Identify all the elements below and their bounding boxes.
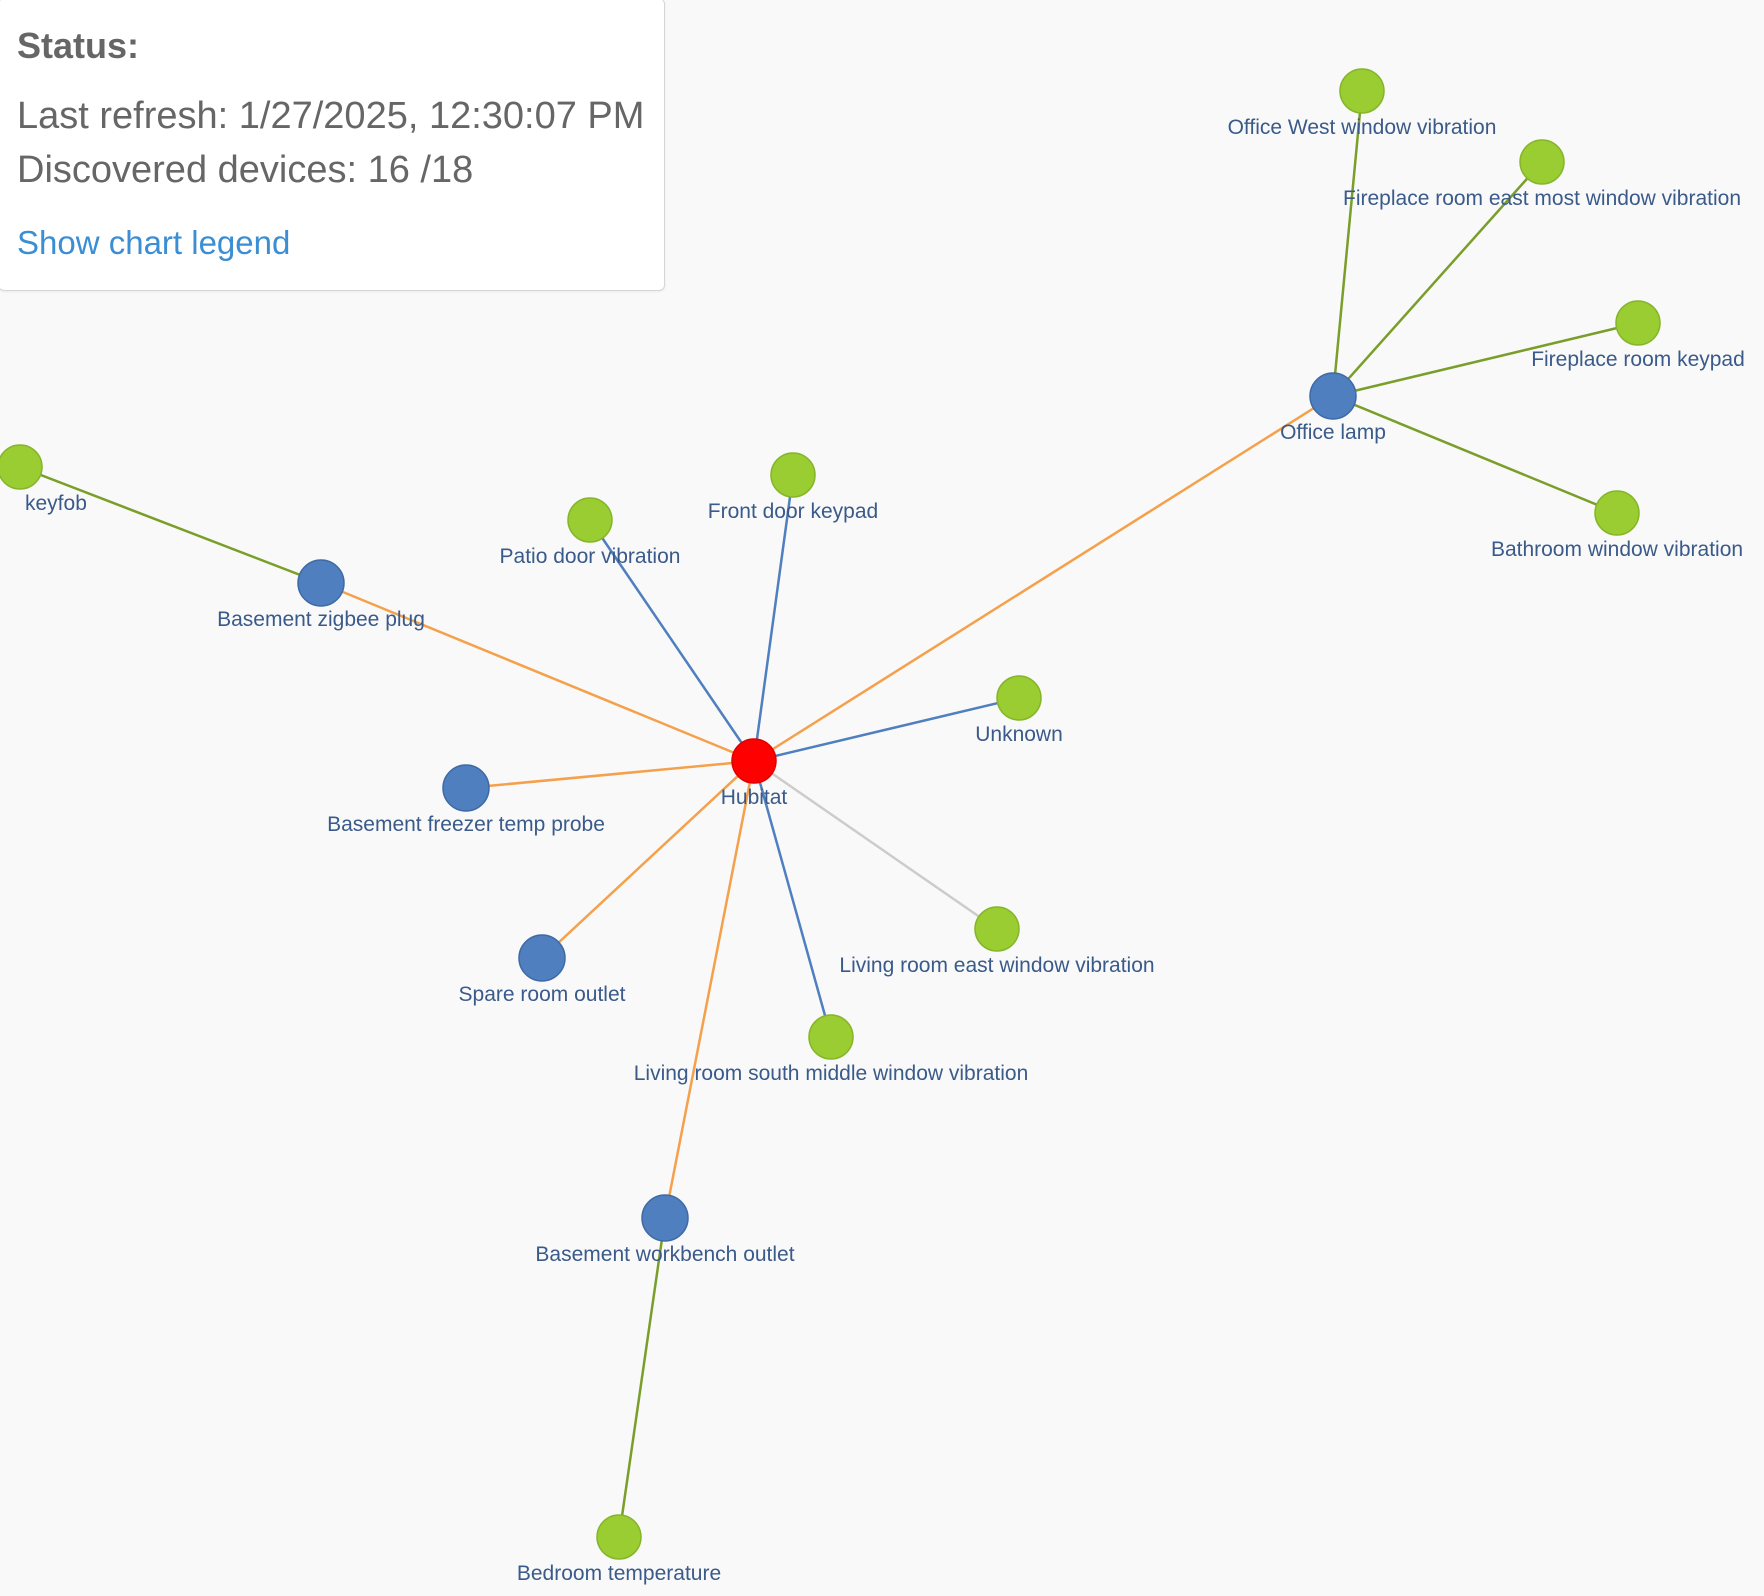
node-office-lamp[interactable]: Office lamp <box>1280 372 1386 444</box>
node-circle[interactable] <box>518 934 566 982</box>
node-label: Living room south middle window vibratio… <box>634 1062 1029 1085</box>
node-label: Basement workbench outlet <box>535 1243 794 1266</box>
node-label: keyfob <box>25 492 87 515</box>
node-circle[interactable] <box>641 1194 689 1242</box>
edge-office_lamp-bathroom_window <box>1332 394 1618 515</box>
edge-hubitat-office_lamp <box>753 394 1334 763</box>
node-label: Patio door vibration <box>500 545 681 568</box>
node-circle[interactable] <box>442 764 490 812</box>
node-bedroom-temp[interactable]: Bedroom temperature <box>517 1514 721 1585</box>
last-refresh-label: Last refresh: <box>17 95 229 137</box>
edge-office_lamp-fireplace_east <box>1332 161 1543 397</box>
discovered-devices-label: Discovered devices: <box>17 149 358 191</box>
edge-hubitat-spare_room_outlet <box>541 760 755 959</box>
edge-basement_workbench-bedroom_temp <box>617 1217 667 1538</box>
node-circle[interactable] <box>770 452 816 498</box>
node-office-west[interactable]: Office West window vibration <box>1228 68 1497 139</box>
node-circle[interactable] <box>1309 372 1357 420</box>
node-circle[interactable] <box>974 906 1020 952</box>
node-unknown[interactable]: Unknown <box>975 675 1063 746</box>
node-label: Living room east window vibration <box>839 954 1154 977</box>
edge-hubitat-front_door_keypad <box>752 474 795 762</box>
node-circle[interactable] <box>0 444 43 490</box>
last-refresh-value: 1/27/2025, 12:30:07 PM <box>238 95 645 137</box>
edge-basement_zigbee_plug-keyfob <box>19 465 322 585</box>
edge-hubitat-living_south <box>752 760 833 1038</box>
discovered-devices-value: 16 /18 <box>367 149 474 191</box>
node-fireplace-east[interactable]: Fireplace room east most window vibratio… <box>1343 139 1741 210</box>
node-label: Unknown <box>975 723 1063 746</box>
node-label: Bathroom window vibration <box>1491 538 1743 561</box>
node-front-door-keypad[interactable]: Front door keypad <box>708 452 878 523</box>
node-bathroom-window[interactable]: Bathroom window vibration <box>1491 490 1743 561</box>
node-circle[interactable] <box>1519 139 1565 185</box>
node-circle[interactable] <box>731 738 777 784</box>
node-fireplace-keypad[interactable]: Fireplace room keypad <box>1531 300 1745 371</box>
edge-hubitat-basement_workbench <box>663 760 756 1219</box>
edge-hubitat-basement_zigbee_plug <box>320 581 755 763</box>
edges-layer <box>19 90 1639 1538</box>
node-label: Hubitat <box>721 786 788 809</box>
node-label: Basement freezer temp probe <box>327 813 605 836</box>
node-living-south[interactable]: Living room south middle window vibratio… <box>634 1014 1029 1085</box>
node-label: Office West window vibration <box>1228 116 1497 139</box>
node-label: Front door keypad <box>708 500 878 523</box>
node-circle[interactable] <box>596 1514 642 1560</box>
edge-hubitat-basement_freezer <box>465 759 755 790</box>
node-label: Basement zigbee plug <box>217 608 425 631</box>
node-basement-zigbee-plug[interactable]: Basement zigbee plug <box>217 559 425 631</box>
status-title: Status: <box>17 25 140 66</box>
node-hubitat[interactable]: Hubitat <box>721 738 788 809</box>
node-keyfob[interactable]: keyfob <box>0 444 87 515</box>
node-circle[interactable] <box>808 1014 854 1060</box>
node-circle[interactable] <box>996 675 1042 721</box>
node-label: Office lamp <box>1280 421 1386 444</box>
edge-hubitat-patio_door <box>588 519 756 762</box>
node-basement-freezer[interactable]: Basement freezer temp probe <box>327 764 605 836</box>
edge-office_lamp-office_west <box>1331 90 1364 397</box>
node-circle[interactable] <box>1339 68 1385 114</box>
node-circle[interactable] <box>1594 490 1640 536</box>
edge-hubitat-unknown <box>753 696 1020 763</box>
node-spare-room-outlet[interactable]: Spare room outlet <box>459 934 626 1006</box>
discovered-devices: Discovered devices: 16 /18 <box>17 149 473 192</box>
node-circle[interactable] <box>1615 300 1661 346</box>
node-patio-door[interactable]: Patio door vibration <box>500 497 681 568</box>
node-basement-workbench[interactable]: Basement workbench outlet <box>535 1194 795 1266</box>
node-living-east[interactable]: Living room east window vibration <box>839 906 1155 977</box>
node-label: Spare room outlet <box>459 983 626 1006</box>
node-label: Fireplace room east most window vibratio… <box>1343 187 1741 210</box>
node-label: Bedroom temperature <box>517 1562 721 1585</box>
node-label: Fireplace room keypad <box>1531 348 1745 371</box>
node-circle[interactable] <box>297 559 345 607</box>
status-panel: Status: Last refresh: 1/27/2025, 12:30:0… <box>0 0 665 291</box>
edge-office_lamp-fireplace_keypad <box>1332 321 1639 398</box>
show-chart-legend-link[interactable]: Show chart legend <box>17 224 291 261</box>
node-circle[interactable] <box>567 497 613 543</box>
edge-hubitat-living_east <box>753 759 998 931</box>
last-refresh: Last refresh: 1/27/2025, 12:30:07 PM <box>17 95 644 138</box>
